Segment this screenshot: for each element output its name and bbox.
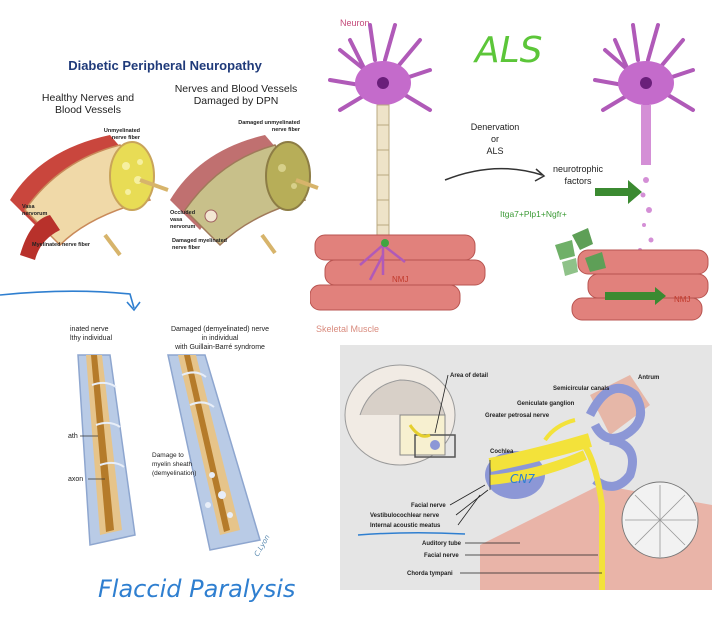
dpn-healthy-title-1: Healthy Nerves and — [42, 92, 134, 104]
als-denervation-1: Denervation — [471, 122, 520, 132]
ear-vestibulocochlear: Vestibulocochlear nerve — [370, 513, 440, 519]
als-neuron-label: Neuron — [340, 18, 370, 28]
dpn-title: Diabetic Peripheral Neuropathy — [68, 58, 262, 73]
ear-panel: Area of detail Antrum Semicircular canal… — [340, 345, 712, 590]
ear-auditory-tube: Auditory tube — [422, 541, 462, 547]
als-nmj-left: NMJ — [392, 275, 408, 284]
ear-petrosal: Greater petrosal nerve — [485, 413, 550, 419]
gbs-axon: axon — [68, 476, 83, 483]
dpn-illustration: Diabetic Peripheral Neuropathy Healthy N… — [10, 58, 319, 260]
ear-chorda: Chorda tympani — [407, 571, 453, 577]
demyelinated-nerve — [167, 354, 261, 551]
gbs-handwritten: Flaccid Paralysis — [98, 575, 295, 603]
dpn-unmyelinated-1: Unmyelinated — [104, 128, 140, 134]
gbs-damage-3: (demyelination) — [152, 470, 196, 477]
als-denervation-3: ALS — [486, 146, 503, 156]
als-neurotrophic-1: neurotrophic — [553, 164, 604, 174]
gbs-panel: inated nerve lthy individual Damaged (de… — [60, 325, 320, 615]
gbs-left-caption-1: inated nerve — [70, 326, 109, 333]
dpn-damaged-myel-1: Damaged myelinated — [172, 238, 227, 244]
als-illustration: Neuron ALS NMJ Skeletal Muscle Denervati… — [310, 18, 709, 334]
als-denervation-2: or — [491, 134, 499, 144]
acoustic-meatus-underline — [357, 531, 466, 536]
als-panel: Neuron ALS NMJ Skeletal Muscle Denervati… — [310, 0, 715, 340]
dpn-damaged-title-2: Damaged by DPN — [194, 95, 279, 107]
gbs-right-caption-3: with Guillain-Barré syndrome — [174, 344, 265, 351]
ear-semicircular: Semicircular canals — [553, 386, 610, 392]
dpn-occluded-1: Occluded — [170, 210, 195, 216]
dpn-damaged-unmyel-1: Damaged unmyelinated — [238, 120, 300, 126]
dpn-damaged-myel-2: nerve fiber — [172, 245, 201, 251]
neurotrophic-arrow — [595, 180, 642, 204]
ear-antrum: Antrum — [638, 375, 659, 381]
ear-anatomy — [480, 375, 712, 590]
ear-acoustic-meatus: Internal acoustic meatus — [370, 523, 441, 529]
healthy-neuron — [328, 23, 432, 246]
dpn-damaged-title-1: Nerves and Blood Vessels — [175, 83, 298, 95]
gbs-sheath: ath — [68, 433, 78, 440]
dpn-occluded-2: vasa — [170, 217, 183, 223]
als-neurotrophic-2: factors — [564, 176, 592, 186]
gbs-damage-2: myelin sheath — [152, 461, 192, 468]
ear-facial-nerve: Facial nerve — [411, 503, 446, 509]
gbs-right-caption-2: in individual — [202, 335, 239, 342]
gbs-damage-1: Damage to — [152, 452, 184, 459]
dpn-damaged-unmyel-2: nerve fiber — [272, 127, 301, 133]
als-markers: Itga7+Plp1+Ngfr+ — [500, 209, 567, 219]
dpn-myelinated: Myelinated nerve fiber — [32, 242, 91, 248]
als-transition-arrow — [444, 167, 543, 181]
ear-illustration: Area of detail Antrum Semicircular canal… — [344, 364, 712, 590]
skull-inset — [344, 364, 456, 466]
degenerating-neuron — [593, 23, 695, 252]
ear-facial-nerve-2: Facial nerve — [424, 553, 459, 559]
dpn-unmyelinated-2: nerve fiber — [112, 135, 141, 141]
als-skeletal-muscle: Skeletal Muscle — [316, 324, 379, 334]
muscle-fibers-right — [555, 228, 709, 321]
dpn-occluded-3: nervorum — [170, 224, 195, 230]
gbs-illustration: inated nerve lthy individual Damaged (de… — [68, 326, 295, 603]
dpn-panel: Diabetic Peripheral Neuropathy Healthy N… — [0, 40, 320, 270]
als-nmj-right: NMJ — [674, 295, 690, 304]
dpn-vasa-2: nervorum — [22, 211, 47, 217]
als-handwritten: ALS — [473, 30, 543, 71]
gbs-right-caption-1: Damaged (demyelinated) nerve — [171, 326, 269, 333]
healthy-nerve-bundle — [10, 135, 169, 260]
ear-area-of-detail: Area of detail — [450, 373, 488, 379]
dpn-healthy-title-2: Blood Vessels — [55, 104, 121, 116]
handwritten-arrow-drawing — [0, 290, 141, 312]
dpn-vasa-1: Vasa — [22, 204, 35, 210]
ear-cn7: CN7 — [510, 472, 535, 486]
healthy-myelinated-nerve — [77, 354, 136, 546]
ear-cochlea: Cochlea — [490, 449, 514, 455]
damaged-nerve-bundle — [170, 135, 319, 255]
ear-geniculate: Geniculate ganglion — [517, 401, 575, 407]
gbs-left-caption-2: lthy individual — [70, 335, 112, 342]
muscle-fibers-left — [310, 234, 486, 311]
